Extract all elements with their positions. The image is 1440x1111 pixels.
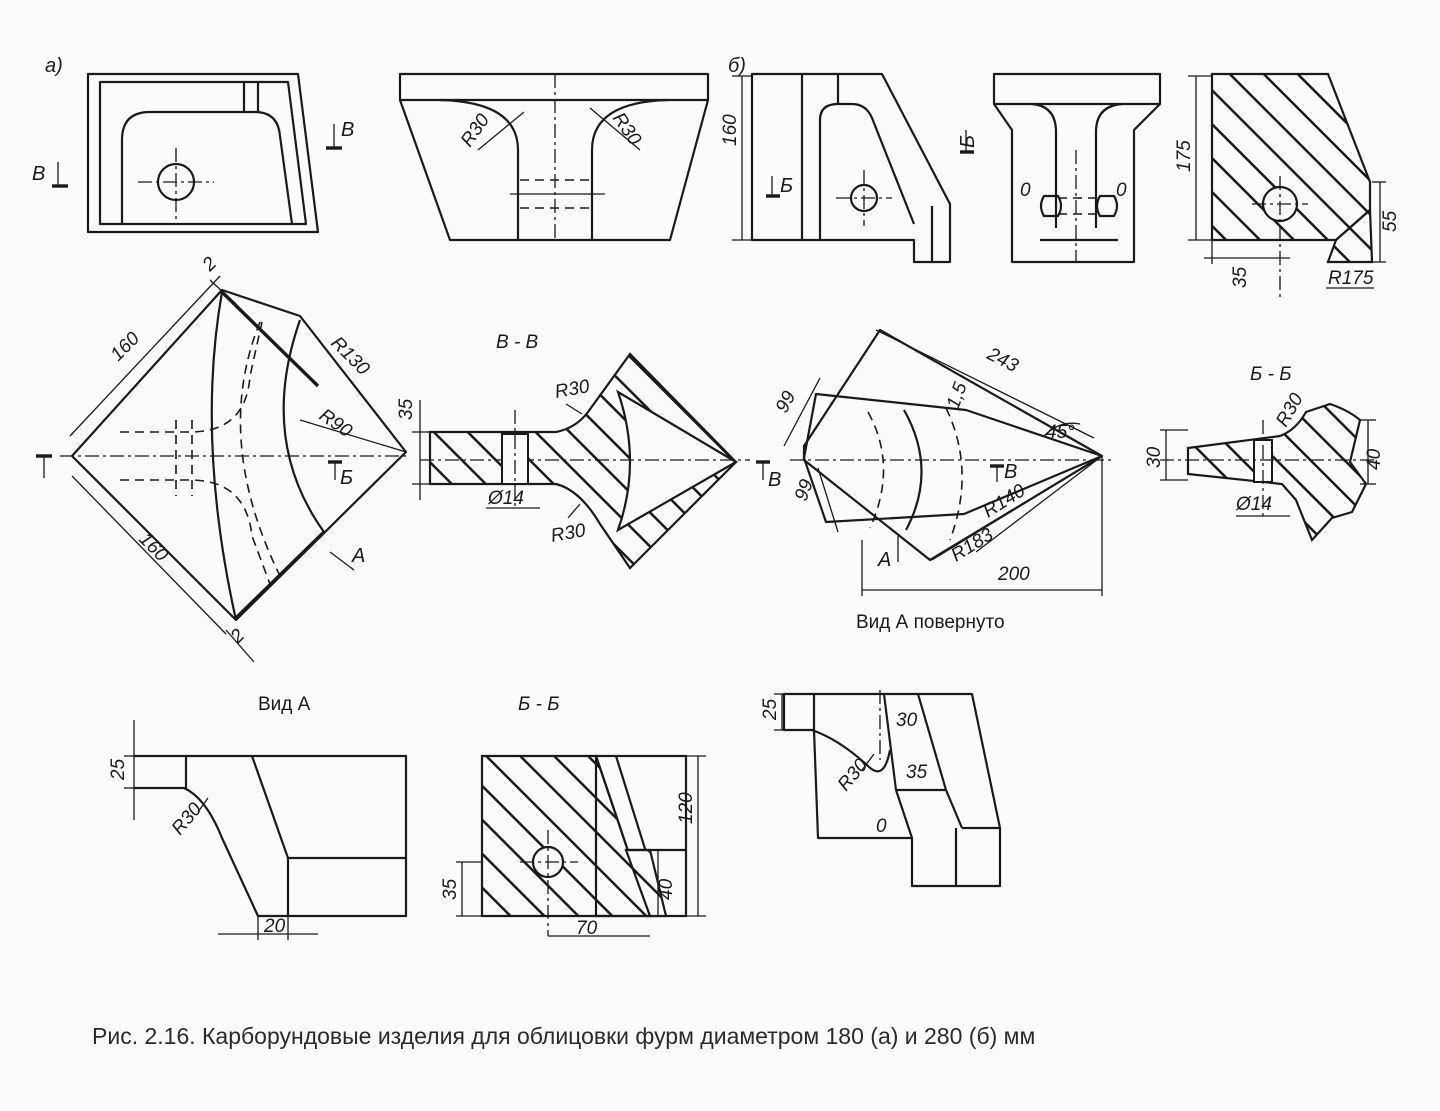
dim-r183: R183 [948, 524, 998, 566]
dim-r30-vv-top: R30 [553, 376, 591, 403]
dim-70: 70 [576, 918, 598, 939]
dim-d14-vv: Ø14 [487, 488, 524, 509]
dim-0-view: 0 [876, 816, 887, 837]
dim-r30-vv-bottom: R30 [549, 520, 587, 547]
dim-200: 200 [997, 564, 1030, 585]
section-bb-bottom: Б - Б 35 120 40 70 [440, 694, 706, 939]
dim-20: 20 [263, 916, 286, 937]
section-mark-b-plan: Б [340, 467, 353, 489]
svg-text:Б: Б [957, 135, 979, 148]
section-mark-b-1: Б [780, 175, 793, 197]
section-mark-v-vv: В [768, 469, 781, 491]
title-bb-top: Б - Б [1250, 364, 1292, 385]
dim-40-bb-bottom: 40 [656, 878, 677, 900]
dim-r130: R130 [326, 333, 373, 380]
title-bb-bottom: Б - Б [518, 694, 560, 715]
dim-160-bottom: 160 [134, 529, 172, 567]
dim-120: 120 [676, 792, 697, 824]
view-arrow-a-rot: А [877, 549, 891, 571]
section-mark-b-2: Б [957, 130, 979, 154]
dim-243: 243 [983, 343, 1022, 377]
section-mark-v-rot: В [1004, 461, 1017, 483]
dim-55: 55 [1380, 210, 1401, 232]
dim-r30-b: R30 [608, 109, 645, 150]
dim-175: 175 [1174, 140, 1195, 172]
dim-1-5: 1,5 [943, 379, 972, 411]
section-vv: В - В 35 Ø14 R30 R30 В [396, 332, 781, 570]
dim-35-view: 35 [906, 762, 928, 783]
dim-160-top: 160 [107, 328, 145, 366]
dim-35-b: 35 [1230, 266, 1251, 288]
dim-0-left: 0 [1020, 180, 1031, 201]
dim-45deg: 45° [1046, 422, 1075, 443]
svg-text:В: В [341, 119, 354, 141]
part-b-section-view: 175 55 35 R175 [1174, 72, 1401, 300]
dim-2-bottom: 2 [226, 625, 249, 648]
part-b-front-view: 160 Б [720, 72, 952, 264]
dim-35-bb: 35 [440, 878, 461, 900]
dim-25-b: 25 [760, 698, 781, 721]
title-vv: В - В [496, 332, 539, 353]
section-bb-top: Б - Б 30 40 Ø14 R30 [1144, 364, 1385, 543]
dim-35-vv: 35 [396, 398, 417, 420]
part-b-side-view: 0 0 [992, 72, 1162, 264]
part-a-front-view [86, 72, 320, 234]
figure-caption: Рис. 2.16. Карборундовые изделия для обл… [92, 1023, 1035, 1049]
dim-30-view: 30 [896, 710, 918, 731]
dim-r175: R175 [1328, 268, 1374, 289]
dim-r90: R90 [315, 405, 356, 442]
dim-99-top: 99 [772, 387, 801, 416]
section-mark-v-right: В [326, 119, 354, 150]
title-vid-a: Вид А [258, 694, 311, 715]
view-arrow-a: А [351, 545, 365, 567]
dim-99-bottom: 99 [791, 476, 818, 503]
title-vid-a-rotated: Вид А повернуто [856, 612, 1005, 633]
dim-30-bb: 30 [1144, 446, 1165, 468]
part-b-label: б) [728, 55, 746, 77]
dim-r30-vid-a: R30 [168, 799, 207, 840]
dim-r30-a: R30 [457, 110, 494, 151]
section-mark-v-left: В [32, 162, 68, 188]
part-a-label: а) [45, 55, 63, 77]
dim-2-top: 2 [198, 253, 221, 276]
dim-160-b: 160 [720, 114, 741, 146]
part-a-plan-view: 160 160 2 2 R130 R90 Б А [36, 253, 410, 663]
dim-0-right: 0 [1116, 180, 1127, 201]
part-b-rotated-view: 200 243 99 99 1,5 45° R183 R140 В А Вид … [772, 328, 1112, 633]
dim-25-a: 25 [108, 758, 129, 781]
svg-text:В: В [32, 163, 45, 185]
part-b-view-a: 25 30 R30 35 0 [760, 690, 1002, 888]
view-a: Вид А 25 R30 20 [108, 694, 408, 940]
part-a-side-view: R30 R30 [398, 72, 710, 242]
dim-r30-view: R30 [834, 755, 873, 796]
dim-40-bb: 40 [1364, 448, 1385, 470]
dim-d14-bb: Ø14 [1235, 494, 1272, 515]
